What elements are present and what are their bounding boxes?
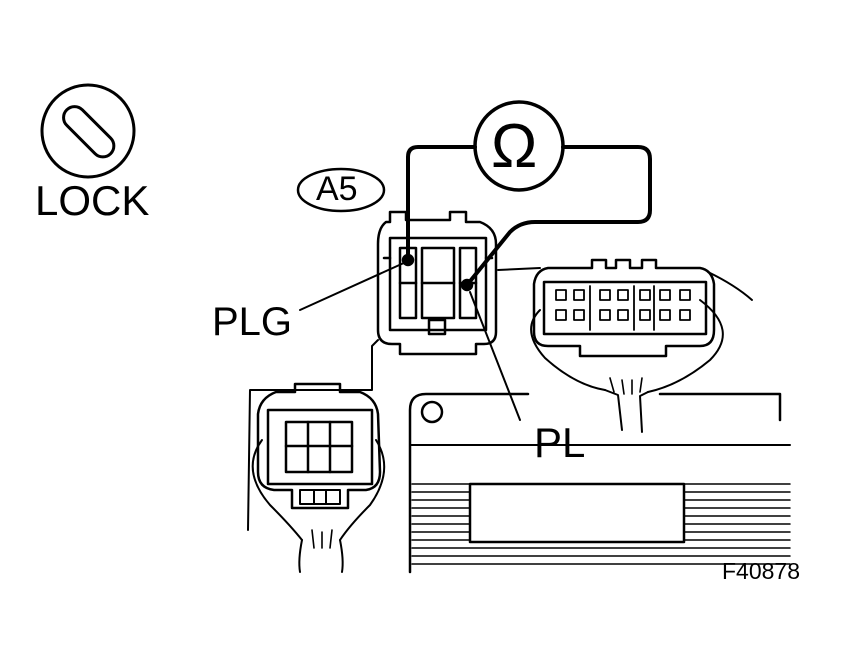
connector-a5 <box>376 210 498 356</box>
connector-left-small <box>251 382 386 573</box>
connector-right-multipin <box>530 258 724 433</box>
probe-point-pl <box>460 278 474 292</box>
figure-number: F40878 <box>722 558 801 584</box>
ohmmeter-symbol: Ω <box>491 112 538 181</box>
plg-terminal-label: PLG <box>212 300 293 344</box>
connector-id-label: A5 <box>316 170 358 208</box>
test-lead-wires <box>406 145 652 287</box>
plg-leader-line <box>299 261 407 311</box>
module-housing <box>408 392 791 574</box>
mounting-bracket <box>247 267 753 531</box>
module-cooling-fins <box>411 483 791 565</box>
lock-label: LOCK <box>35 177 150 224</box>
pl-terminal-label: PL <box>534 419 586 466</box>
pl-leader-line <box>469 291 521 421</box>
connector-id-badge <box>296 167 386 213</box>
ignition-lock-icon <box>40 83 136 179</box>
